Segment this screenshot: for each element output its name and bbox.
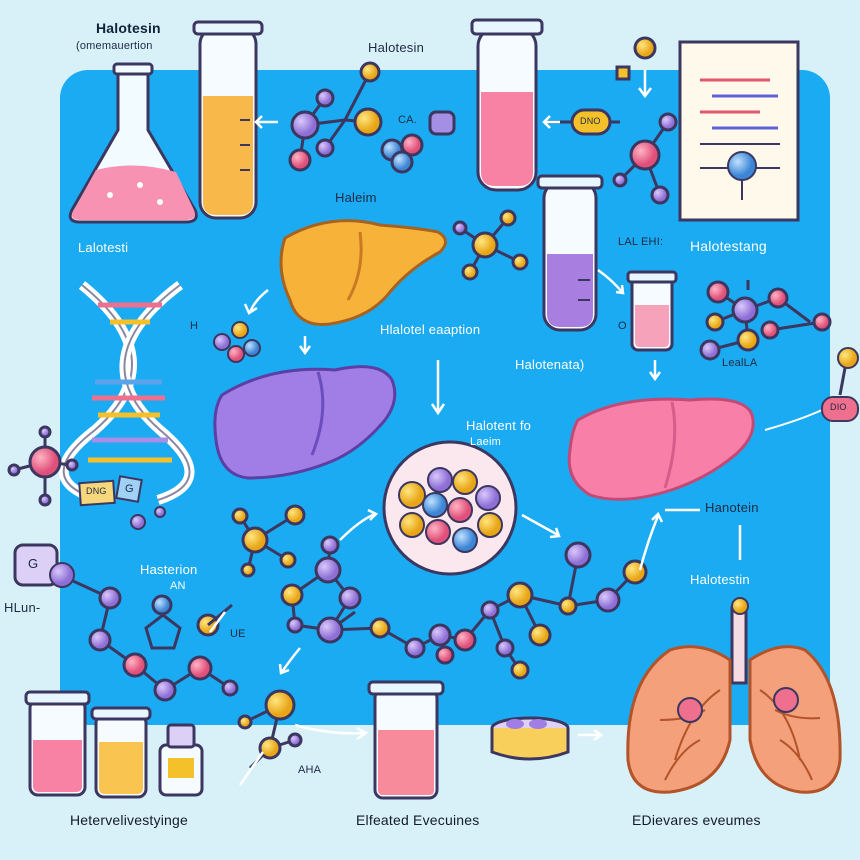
left-box-text: G xyxy=(28,556,39,571)
molecule-pentagon xyxy=(144,594,233,650)
label-flask: Lalotesti xyxy=(78,240,129,255)
label-reaction: Hlalotel eaaption xyxy=(380,322,481,337)
label-box-left xyxy=(13,543,75,588)
dna-tag-2-text: G xyxy=(125,483,134,495)
test-tube-purple-icon xyxy=(536,174,604,332)
dna-tags xyxy=(78,475,166,530)
label-hanotein: Hanotein xyxy=(705,500,759,515)
molecule-yellow-lower xyxy=(237,689,303,770)
label-o: O xyxy=(618,320,627,332)
label-top-title: Halotesin xyxy=(96,20,161,36)
label-lalehi: LAL EHI: xyxy=(618,236,664,248)
molecule-left-pink xyxy=(7,425,79,507)
pill-dish-icon xyxy=(490,716,570,761)
beaker-red-icon xyxy=(367,680,445,800)
right-tag-text: DIO xyxy=(830,402,847,412)
label-liver-top: Haleim xyxy=(335,190,377,205)
erlenmeyer-flask-icon xyxy=(68,62,198,224)
label-lealla: LealLA xyxy=(722,357,758,369)
molecule-near-liver xyxy=(452,209,529,281)
molecule-yellow-small xyxy=(231,504,306,578)
beaker-pink-icon xyxy=(626,270,678,352)
capsule-tag-text: DNO xyxy=(580,116,601,126)
label-an: AN xyxy=(170,580,186,592)
right-tag xyxy=(764,347,859,431)
jar-pink-icon xyxy=(24,690,91,797)
lungs-icon xyxy=(626,597,842,794)
label-laeim: Laeim xyxy=(470,436,501,448)
molecule-cluster-left xyxy=(213,321,261,363)
label-ue: UE xyxy=(230,628,246,640)
label-aha: AHA xyxy=(298,764,322,776)
cell-cluster-icon xyxy=(382,440,518,576)
dna-helix-icon xyxy=(58,281,195,505)
jar-yellow-icon xyxy=(90,706,152,799)
molecule-chain-left xyxy=(59,573,239,702)
dna-tag-1-text: DNG xyxy=(86,486,107,496)
molecule-right-middle xyxy=(699,280,832,361)
label-halotestin: Halotestin xyxy=(690,572,750,587)
label-top-subtitle: (omemauertion xyxy=(76,40,153,52)
data-chart-card xyxy=(678,40,800,222)
label-bottom-left: Hetervelivestyinge xyxy=(70,812,188,828)
label-hlun: HLun- xyxy=(4,600,41,615)
label-halotenata: Halotenata) xyxy=(515,357,585,372)
label-top-center: Halotesin xyxy=(368,40,424,55)
label-right-title: Halotestang xyxy=(690,238,767,254)
label-ca: CA. xyxy=(398,114,417,126)
liver-pink-icon xyxy=(567,397,755,501)
test-tube-pink-icon xyxy=(470,18,544,192)
jar-small-icon xyxy=(158,723,204,797)
capsule-molecule xyxy=(548,36,678,205)
label-hasterion: Hasterion xyxy=(140,562,198,577)
label-bottom-right: EDievares eveumes xyxy=(632,812,761,828)
test-tube-orange-icon xyxy=(192,20,264,220)
flow-arrows xyxy=(209,70,742,786)
label-bottom-center: Elfeated Evecuines xyxy=(356,812,480,828)
liver-purple-icon xyxy=(213,365,397,480)
molecule-top-center xyxy=(288,61,456,174)
label-h-left: H xyxy=(190,320,199,332)
label-halotent-fo: Halotent fo xyxy=(466,418,532,433)
liver-orange-icon xyxy=(279,219,447,326)
